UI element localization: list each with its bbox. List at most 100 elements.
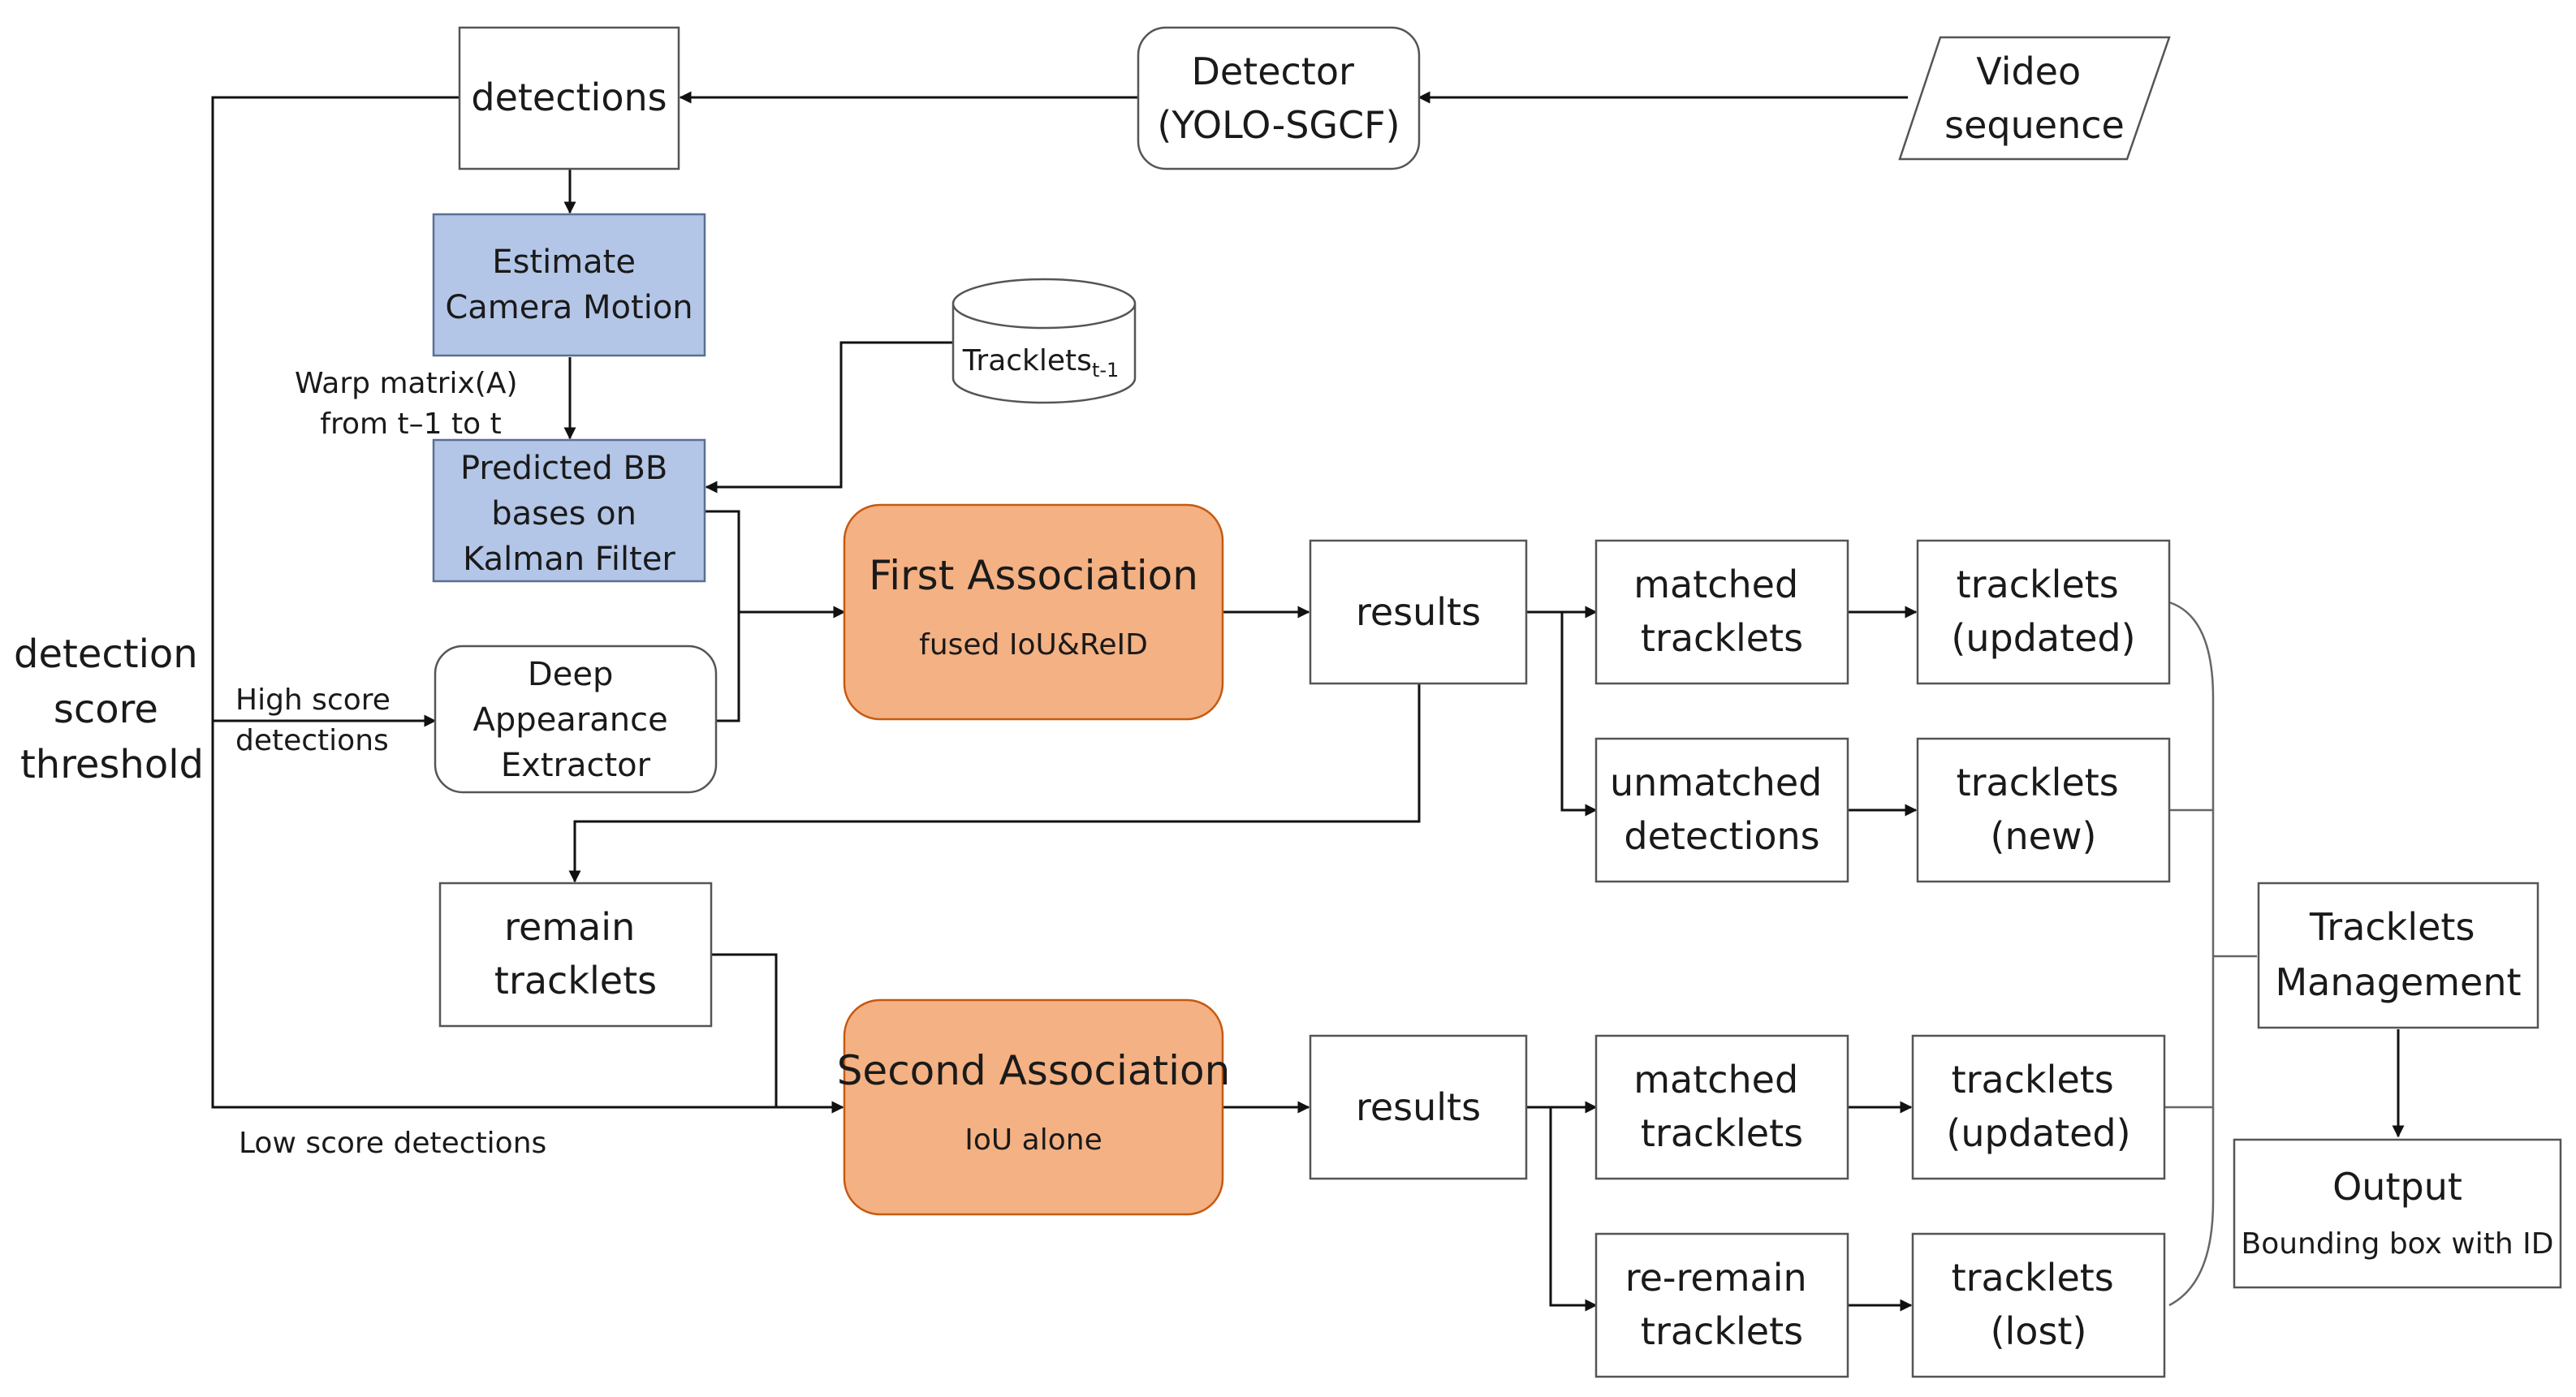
video-label: Video sequence <box>1944 50 2125 147</box>
new-box <box>1916 737 2171 883</box>
output-title: Output <box>2332 1165 2462 1209</box>
video-sequence-shape <box>1898 36 2171 161</box>
appearance-box <box>434 645 718 794</box>
results1-label: results <box>1356 590 1481 634</box>
high-score-label-line2: detections <box>235 724 389 757</box>
tracklets-db-main: Tracklets <box>962 344 1092 377</box>
unmatched-label-line1: unmatched <box>1610 761 1822 804</box>
remain-label-line2: tracklets <box>494 959 657 1002</box>
management-bracket <box>2164 601 2257 1307</box>
matched1-label-line1: matched <box>1633 563 1798 606</box>
management-box <box>2257 882 2539 1029</box>
second-association-subtitle: IoU alone <box>964 1123 1102 1157</box>
line-detections-to-threshold <box>211 96 844 1114</box>
camera-label: Estimate Camera Motion <box>445 244 693 326</box>
camera-label-line1: Estimate <box>492 244 636 281</box>
matched2-box <box>1594 1034 1849 1180</box>
updated2-label: tracklets (updated) <box>1946 1058 2130 1155</box>
detector-label-line1: Detector <box>1191 50 1354 93</box>
cylinder-top <box>951 278 1137 330</box>
threshold-label-line3: threshold <box>20 742 204 787</box>
arrow-remain-to-second <box>711 953 844 1114</box>
unmatched-box <box>1594 737 1849 883</box>
results2-box <box>1309 1034 1528 1180</box>
updated1-label-line1: tracklets <box>1957 563 2119 606</box>
updated2-label-line1: tracklets <box>1952 1058 2114 1102</box>
new-label-line1: tracklets <box>1957 761 2119 804</box>
connectors <box>211 91 2405 1312</box>
threshold-label-line2: score <box>54 687 158 732</box>
node-labels: detections Detector (YOLO-SGCF) Video se… <box>445 50 2553 1353</box>
nodes <box>432 26 2562 1378</box>
detector-label: Detector (YOLO-SGCF) <box>1157 50 1400 147</box>
kalman-label-line3: Kalman Filter <box>463 541 675 578</box>
first-association-box <box>843 503 1224 721</box>
first-association-subtitle: fused IoU&ReID <box>919 628 1148 662</box>
lost-label-line2: (lost) <box>1991 1309 2087 1353</box>
low-score-label: Low score detections <box>239 1127 546 1160</box>
detector-box <box>1137 26 1421 170</box>
arrow-results1-to-remain <box>568 683 1421 883</box>
bracket-curve <box>2168 601 2215 1307</box>
appearance-label-line3: Extractor <box>501 747 651 784</box>
tracklets-db-subscript: t-1 <box>1092 359 1119 382</box>
lost-label: tracklets (lost) <box>1952 1256 2126 1353</box>
warp-label-line2: from t–1 to t <box>320 407 501 441</box>
appearance-label: Deep Appearance Extractor <box>473 656 679 784</box>
matched1-label-line2: tracklets <box>1641 616 1803 660</box>
kalman-label-line2: bases on <box>491 495 636 532</box>
second-association-box <box>843 998 1224 1216</box>
updated1-label-line2: (updated) <box>1951 616 2135 660</box>
unmatched-label: unmatched detections <box>1610 761 1834 858</box>
reremain-label: re-remain tracklets <box>1625 1256 1819 1353</box>
output-subtitle: Bounding box with ID <box>2242 1227 2554 1261</box>
threshold-label: detection score threshold <box>14 632 210 787</box>
tracklets-db-cylinder <box>951 278 1137 404</box>
warp-label-line1: Warp matrix(A) <box>295 367 518 400</box>
management-label-line2: Management <box>2275 960 2521 1004</box>
matched2-label-line1: matched <box>1633 1058 1798 1102</box>
second-association-title: Second Association <box>837 1047 1231 1094</box>
new-label: tracklets (new) <box>1957 761 2131 858</box>
updated1-box <box>1916 539 2171 685</box>
tracklets-db-label: Trackletst-1 <box>962 344 1120 382</box>
line-appearance-to-first <box>714 612 740 722</box>
threshold-label-line1: detection <box>14 632 198 677</box>
remain-box <box>438 882 713 1028</box>
camera-label-line2: Camera Motion <box>445 289 693 326</box>
updated2-label-line2: (updated) <box>1946 1111 2130 1155</box>
reremain-box <box>1594 1232 1849 1378</box>
remain-label: remain tracklets <box>494 905 657 1002</box>
output-box <box>2233 1138 2562 1289</box>
detections-label: detections <box>471 75 667 119</box>
matched2-label: matched tracklets <box>1633 1058 1810 1155</box>
kalman-label: Predicted BB bases on Kalman Filter <box>460 450 678 578</box>
matched1-box <box>1594 539 1849 685</box>
unmatched-label-line2: detections <box>1624 814 1819 858</box>
updated1-label: tracklets (updated) <box>1951 563 2135 660</box>
appearance-label-line1: Deep <box>528 656 613 693</box>
results2-label: results <box>1356 1085 1481 1129</box>
line-kalman-to-first <box>705 510 740 612</box>
arrow-trackletsdb-to-kalman <box>705 341 953 494</box>
appearance-label-line2: Appearance <box>473 701 668 739</box>
management-label: Tracklets Management <box>2275 905 2521 1004</box>
kalman-label-line1: Predicted BB <box>460 450 667 487</box>
detections-box <box>458 26 680 170</box>
results1-box <box>1309 539 1528 685</box>
lost-label-line1: tracklets <box>1952 1256 2114 1300</box>
updated2-box <box>1911 1034 2166 1180</box>
high-score-label: High score detections <box>235 683 399 757</box>
matched1-label: matched tracklets <box>1633 563 1810 660</box>
arrow-results1-to-unmatched <box>1560 612 1598 817</box>
reremain-label-line2: tracklets <box>1641 1309 1803 1353</box>
first-association-title: First Association <box>869 552 1198 599</box>
lost-box <box>1911 1232 2166 1378</box>
arrow-results2-to-reremain <box>1549 1107 1598 1312</box>
management-label-line1: Tracklets <box>2309 905 2475 949</box>
matched2-label-line2: tracklets <box>1641 1111 1803 1155</box>
cylinder-body <box>951 304 1137 404</box>
edge-labels: detection score threshold High score det… <box>14 367 546 1160</box>
